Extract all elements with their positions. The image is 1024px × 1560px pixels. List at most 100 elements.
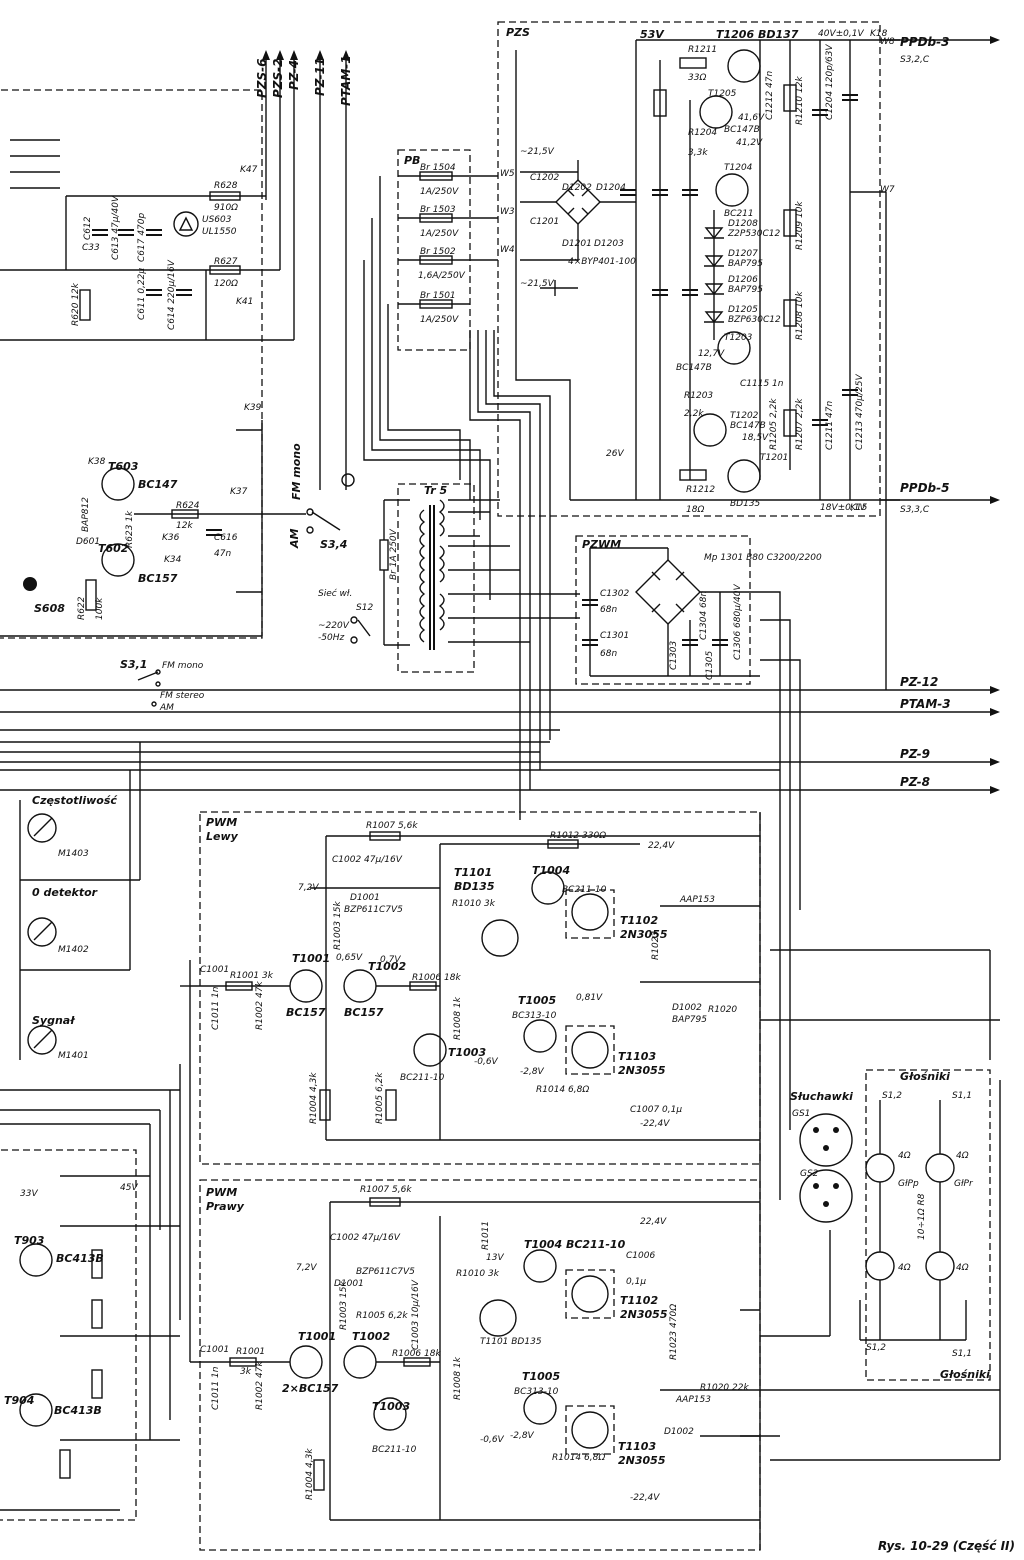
spk-s12b: S1,2 — [866, 1343, 886, 1353]
left-r628v: 910Ω — [214, 203, 238, 213]
pzs-r1204: R1204 — [688, 128, 717, 138]
pwm-l-t1103: T1103 — [618, 1050, 656, 1063]
top-conn-3: PZ-4 — [287, 60, 301, 90]
pwm-l-r1002: R1002 47k — [255, 981, 265, 1030]
pwm-l-r1006: R1006 18k — [412, 973, 461, 983]
pzwm-bridge: Mp 1301 B80 C3200/2200 — [704, 553, 822, 563]
pwm-r-c1006: C1006 — [626, 1251, 655, 1261]
pzs-outline — [497, 21, 881, 517]
pwm-r-v224n: -22,4V — [630, 1493, 660, 1503]
pwm-left-block: PWM Lewy R1007 5,6k R1012 330Ω 22,4V C10… — [190, 811, 761, 1165]
pwm-l-t1002: T1002 — [368, 960, 406, 973]
pwm-r-t1005: T1005 — [522, 1370, 560, 1383]
pwm-l-v72: 7,2V — [298, 883, 319, 893]
pzs-r1208: R1208 10k — [795, 291, 805, 340]
left-k34: K34 — [164, 555, 182, 565]
pwm-l-r1010: R1010 3k — [452, 899, 496, 909]
pwm-l-v081: 0,81V — [576, 993, 603, 1003]
left-lower-outline — [0, 1149, 137, 1521]
left-upper-section: R628 910Ω US603 UL1550 K47 R627 120Ω K41… — [0, 89, 355, 713]
pwm-right-block: PWM Prawy R1007 5,6k R1011 T1004 BC211-1… — [190, 1179, 1000, 1551]
pzs-c1202: C1202 — [530, 173, 559, 183]
pzs-t1201: T1201 — [760, 453, 788, 463]
pzs-t1206: T1206 BD137 — [716, 28, 799, 41]
pb-f4: Br 1501 — [420, 291, 456, 301]
pwm-l-v072: 0,7V — [380, 955, 401, 965]
pwm-r-t1102: T1102 — [620, 1294, 658, 1307]
pwm-r-c1003: C1003 10µ/16V — [411, 1279, 421, 1350]
figure-caption: Rys. 10-29 (Część II) — [878, 1539, 1015, 1553]
left-fm-stereo: FM stereo — [160, 691, 205, 701]
pwm-l-r1023: R1023 — [651, 931, 661, 960]
pwm-l-t1101: T1101 — [454, 866, 492, 879]
pwm-right-outline — [199, 1179, 761, 1551]
pwm-r-r1023: R1023 470Ω — [669, 1304, 679, 1360]
spk-ohm4: 4Ω — [956, 1263, 969, 1273]
hz50-label: -50Hz — [318, 633, 344, 643]
pwm-r-v13: 13V — [486, 1253, 504, 1263]
pwm-r-v224: 22,4V — [640, 1217, 667, 1227]
pwm-r-r1001: R1001 — [236, 1347, 265, 1357]
pzs-t1205: T1205 — [708, 89, 737, 99]
pzs-r1207: R1207 2,2k — [795, 398, 805, 450]
tr5-outline — [397, 483, 475, 673]
spk-gs2: GS2 — [800, 1169, 819, 1179]
conn-s33c: S3,3,C — [900, 505, 930, 515]
pzs-c1213: C1213 470µ/25V — [855, 374, 865, 450]
pzs-t1204: T1204 — [724, 163, 753, 173]
pwm-l-d1001: D1001 — [350, 893, 380, 903]
top-connectors: PZS-6 PZS-2 PZ-4 PZ-11 PTAM-1 — [255, 50, 353, 490]
pwm-l-bc313: BC313-10 — [512, 1011, 557, 1021]
pwm-r-bzp611: BZP611C7V5 — [356, 1267, 415, 1277]
pwm-r-c1011: C1011 1n — [211, 1366, 221, 1410]
left-bc413b-2: BC413B — [54, 1404, 102, 1417]
pzs-v416: 41,6V — [738, 113, 765, 123]
pwm-right-sub: Prawy — [206, 1200, 245, 1213]
spk-ohm2: 4Ω — [956, 1151, 969, 1161]
meter-odet: 0 detektor — [32, 886, 98, 899]
pzs-r1209: R1209 10k — [795, 201, 805, 250]
pwm-l-2n3055a: 2N3055 — [620, 928, 668, 941]
s12-label: S12 — [356, 603, 373, 613]
left-c613: C613 47µ/40V — [111, 195, 121, 260]
pwm-r-bc313: BC313-10 — [514, 1387, 559, 1397]
pwm-l-t1003: T1003 — [448, 1046, 486, 1059]
spk-ohm1: 4Ω — [898, 1151, 911, 1161]
top-conn-4: PZ-11 — [313, 58, 327, 96]
siec-label: Sieć wł. — [318, 588, 352, 599]
pwm-l-r1003: R1003 15k — [333, 901, 343, 950]
meter-czest: Częstotliwość — [32, 794, 118, 807]
pzwm-label: PZWM — [582, 538, 621, 551]
left-r622v: 100k — [95, 597, 105, 620]
pb-f1v: 1A/250V — [420, 187, 459, 197]
spk-s11: S1,1 — [952, 1091, 972, 1101]
left-c616v: 47n — [214, 549, 231, 559]
pb-f1: Br 1504 — [420, 163, 456, 173]
pwm-r-bc157: 2×BC157 — [282, 1382, 339, 1395]
pzs-t1203: T1203 — [724, 333, 753, 343]
pwm-r-r1011: R1011 — [481, 1221, 491, 1250]
top-conn-1: PZS-6 — [255, 59, 269, 98]
tr5-label: Tr 5 — [424, 484, 448, 497]
pzs-d1203: D1203 — [594, 239, 624, 249]
pwm-r-aap153: AAP153 — [675, 1395, 711, 1405]
pzs-v53: 53V — [640, 28, 665, 41]
pwm-l-c1007: C1007 0,1µ — [630, 1105, 682, 1115]
left-c33: C33 — [82, 243, 100, 253]
pwm-r-t1001: T1001 — [298, 1330, 336, 1343]
pzs-bc147b-3: BC147B — [730, 421, 766, 431]
pzwm-c1301: C1301 — [600, 631, 629, 641]
pwm-l-bzp611: BZP611C7V5 — [344, 905, 403, 915]
pb-f3v: 1,6A/250V — [418, 271, 466, 281]
interconnect-wires — [149, 500, 1000, 1550]
pzs-k18: K18 — [870, 29, 888, 39]
pzs-bc211: BC211 — [724, 209, 754, 219]
pzs-r1212-val: 18Ω — [686, 505, 704, 515]
pzs-r1205: R1205 2,2k — [769, 398, 779, 450]
pzs-r1211-val: 33Ω — [688, 73, 706, 83]
left-fm-mono: FM mono — [290, 443, 303, 500]
pzs-v41: 41,2V — [736, 138, 763, 148]
pb-label: PB — [404, 154, 420, 167]
pwm-l-r1004: R1004 4,3k — [309, 1072, 319, 1124]
left-d601: D601 — [76, 537, 100, 547]
